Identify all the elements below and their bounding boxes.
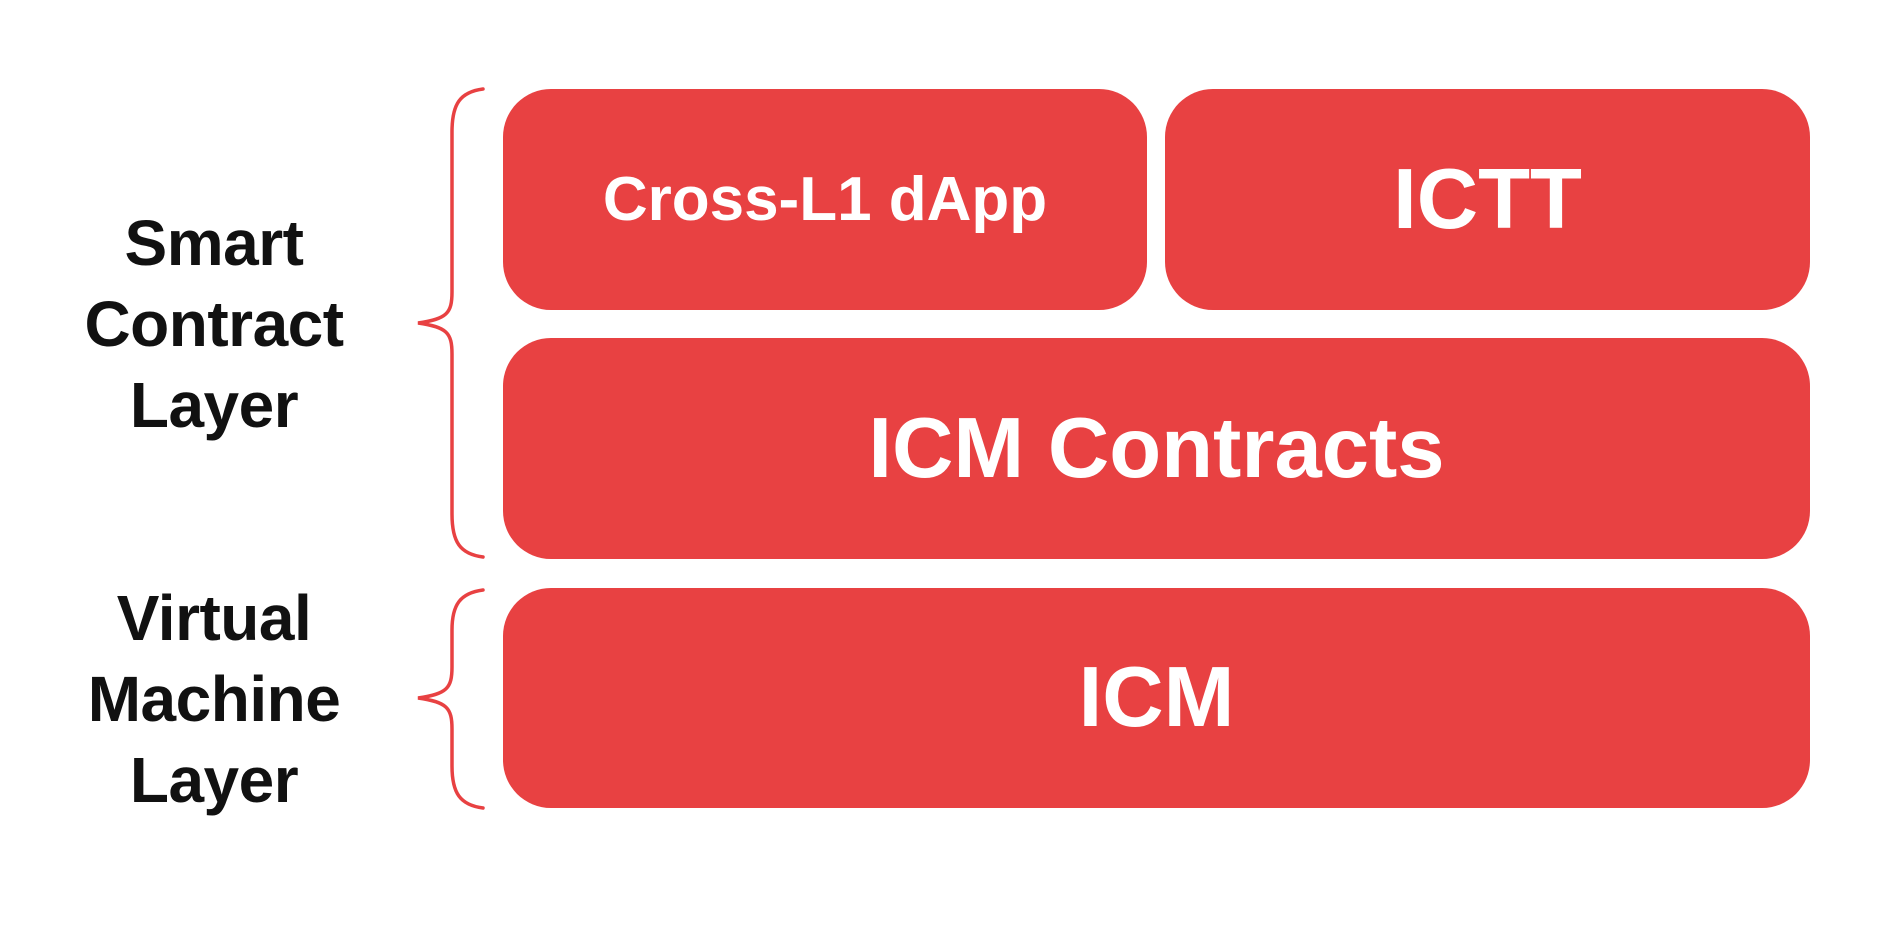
layer-label-line: Contract (84, 287, 344, 360)
icm-contracts-box: ICM Contracts (503, 338, 1810, 559)
ictt-box: ICTT (1165, 89, 1810, 310)
virtual-machine-layer-label: Virtual Machine Layer (10, 582, 418, 816)
box-label: ICM (1078, 650, 1235, 745)
box-label: ICTT (1393, 151, 1582, 247)
curly-brace-path (417, 588, 485, 810)
box-label: Cross-L1 dApp (602, 165, 1048, 234)
layer-label-line: Layer (129, 368, 299, 441)
icm-box: ICM (503, 588, 1810, 808)
layer-label-line: Layer (129, 743, 299, 816)
curly-brace-path (417, 87, 485, 559)
box-label: ICM Contracts (868, 400, 1445, 496)
curly-brace-icon (417, 87, 485, 559)
layer-label-line: Machine (87, 662, 341, 735)
smart-contract-layer-label: Smart Contract Layer (10, 89, 418, 559)
curly-brace-icon (417, 588, 485, 810)
layer-label-line: Smart (124, 206, 304, 279)
layer-label-line: Virtual (116, 581, 312, 654)
cross-l1-dapp-box: Cross-L1 dApp (503, 89, 1147, 310)
